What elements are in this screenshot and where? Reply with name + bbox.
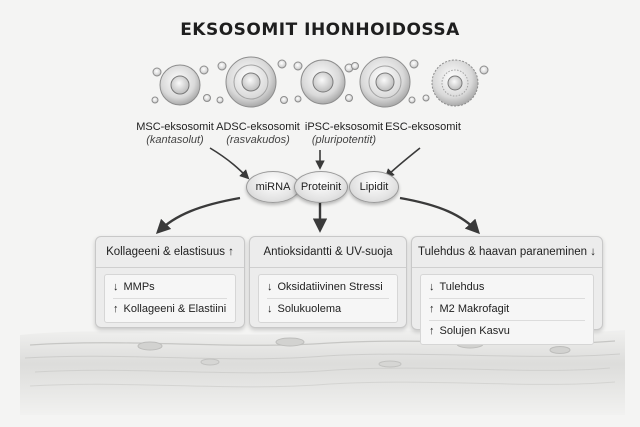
list-item: ↑ Kollageeni & Elastiini <box>113 299 227 320</box>
list-item: ↓ Oksidatiivinen Stressi <box>267 277 389 299</box>
item-text: M2 Makrofagit <box>439 303 510 315</box>
up-arrow-icon: ↑ <box>113 303 119 315</box>
down-arrow-icon: ↓ <box>267 281 273 293</box>
msc-exosome-cell-icon <box>151 64 211 106</box>
cargo-to-panel-arrows <box>155 196 480 235</box>
source-sub: (pluripotentit) <box>311 134 377 146</box>
textured-exosome-cell-icon <box>422 59 489 107</box>
item-text: MMPs <box>123 281 155 293</box>
item-text: Solujen Kasvu <box>439 325 510 337</box>
source-name: iPSC-eksosomit <box>304 121 384 133</box>
up-arrow-icon: ↑ <box>429 325 435 337</box>
cargo-proteins: Proteinit <box>294 171 348 203</box>
adsc-exosome-cell-icon <box>216 56 288 108</box>
item-text: Kollageeni & Elastiini <box>123 303 227 315</box>
ipsc-exosome-cell-icon <box>293 59 354 105</box>
esc-exosome-cell-icon <box>351 56 419 108</box>
cargo-lipids: Lipidit <box>349 171 399 203</box>
panel-antioxidant-uv: Antioksidantti & UV-suoja ↓ Oksidatiivine… <box>249 236 407 328</box>
panel-title: Tulehdus & haavan paraneminen ↓ <box>412 237 602 268</box>
source-name: MSC-eksosomit <box>136 121 214 133</box>
down-arrow-icon: ↓ <box>429 281 435 293</box>
panel-items: ↓ Oksidatiivinen Stressi ↓ Solukuolema <box>258 274 398 323</box>
up-arrow-icon: ↑ <box>429 303 435 315</box>
source-label-ipsc: iPSC-eksosomit (pluripotentit) <box>289 121 399 147</box>
list-item: ↓ MMPs <box>113 277 227 299</box>
panel-title: Antioksidantti & UV-suoja <box>250 237 406 268</box>
item-text: Tulehdus <box>439 281 485 293</box>
source-label-msc: MSC-eksosomit (kantasolut) <box>120 121 230 147</box>
panel-items: ↓ Tulehdus ↑ M2 Makrofagit ↑ Solujen Kasvu <box>420 274 594 345</box>
panel-title: Kollageeni & elastisuus ↑ <box>96 237 244 268</box>
source-label-esc: ESC-eksosomit <box>368 121 478 134</box>
down-arrow-icon: ↓ <box>267 303 273 315</box>
item-text: Oksidatiivinen Stressi <box>277 281 383 293</box>
source-label-adsc: ADSC-eksosomit (rasvakudos) <box>203 121 313 147</box>
panel-collagen-elasticity: Kollageeni & elastisuus ↑ ↓ MMPs ↑ Kollage… <box>95 236 245 328</box>
diagram-title: EKSOSOMIT IHONHOIDOSSA <box>180 20 460 40</box>
list-item: ↑ Solujen Kasvu <box>429 321 585 342</box>
panel-items: ↓ MMPs ↑ Kollageeni & Elastiini <box>104 274 236 323</box>
panel-inflammation-healing: Tulehdus & haavan paraneminen ↓ ↓ Tulehdu… <box>411 236 603 345</box>
source-name: ADSC-eksosomit <box>216 121 300 133</box>
down-arrow-icon: ↓ <box>113 281 119 293</box>
source-sub: (kantasolut) <box>146 134 204 146</box>
list-item: ↓ Solukuolema <box>267 299 389 320</box>
source-name: ESC-eksosomit <box>385 121 461 133</box>
list-item: ↓ Tulehdus <box>429 277 585 299</box>
item-text: Solukuolema <box>277 303 342 315</box>
source-sub: (rasvakudos) <box>226 134 290 146</box>
cargo-mirna: miRNA <box>246 171 300 203</box>
list-item: ↑ M2 Makrofagit <box>429 299 585 321</box>
